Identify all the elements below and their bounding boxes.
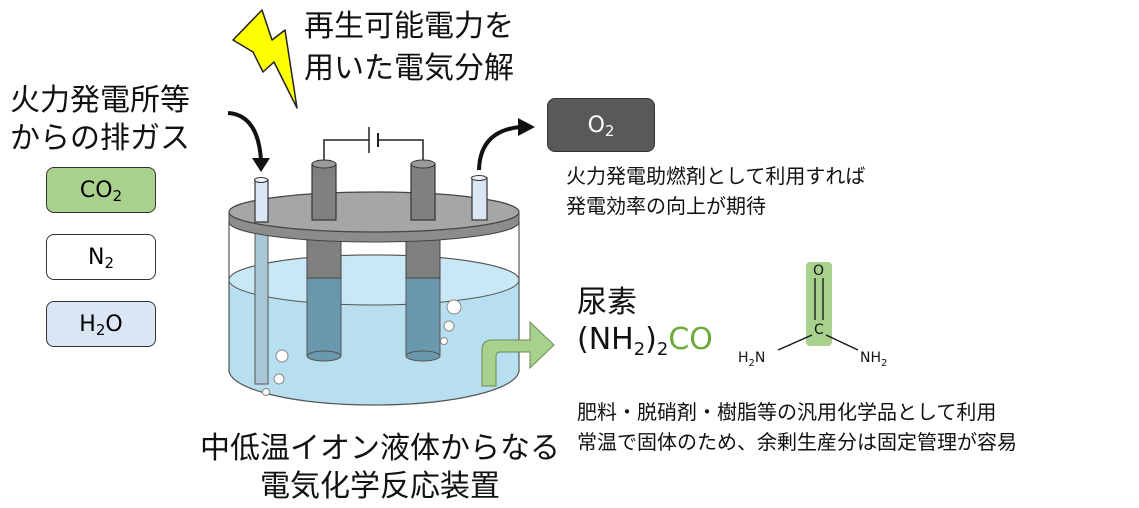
carbon-atom: C <box>814 322 824 338</box>
amine-left: H2N <box>738 350 765 369</box>
o2-label: O <box>587 112 605 138</box>
electrodes-top <box>254 159 488 223</box>
urea-use-line-1: 肥料・脱硝剤・樹脂等の汎用化学品として利用 <box>577 400 997 424</box>
oxygen-atom: O <box>813 263 824 279</box>
device-caption-line-1: 中低温イオン液体からなる <box>200 431 560 466</box>
o2-note-line-2: 発電効率の向上が期待 <box>566 194 766 218</box>
title-line-1: 再生可能電力を <box>304 9 514 44</box>
device-caption-line-2: 電気化学反応装置 <box>260 469 500 504</box>
power-supply-wiring <box>323 127 424 160</box>
co2-label: CO <box>79 177 113 203</box>
gas-bubbles <box>262 299 462 396</box>
exhaust-inlet-arrow <box>227 111 270 172</box>
urea-name: 尿素 <box>577 285 637 320</box>
exhaust-line-1: 火力発電所等 <box>10 83 190 118</box>
urea-structure: O C H2N NH2 <box>738 262 887 369</box>
oxygen-outlet-arrow <box>477 118 535 171</box>
o2-note-line-1: 火力発電助燃剤として利用すれば <box>566 164 866 188</box>
h2o-label-o: O <box>105 311 123 337</box>
urea-use-line-2: 常温で固体のため、余剰生産分は固定管理が容易 <box>577 430 1017 454</box>
urea-formula-co: CO <box>668 322 713 357</box>
title-line-2: 用いた電気分解 <box>304 51 514 86</box>
urea-output-arrow <box>481 320 555 387</box>
lightning-bolt-icon <box>232 9 298 109</box>
exhaust-line-2: からの排ガス <box>10 121 190 156</box>
reactor-lid <box>228 191 520 243</box>
n2-label: N <box>87 244 105 270</box>
h2o-label-h: H <box>79 311 96 337</box>
urea-formula: (NH2)2CO <box>577 322 713 360</box>
amine-right: NH2 <box>860 350 887 369</box>
carbonyl-highlight <box>806 262 832 346</box>
reactor-vessel <box>228 222 520 406</box>
